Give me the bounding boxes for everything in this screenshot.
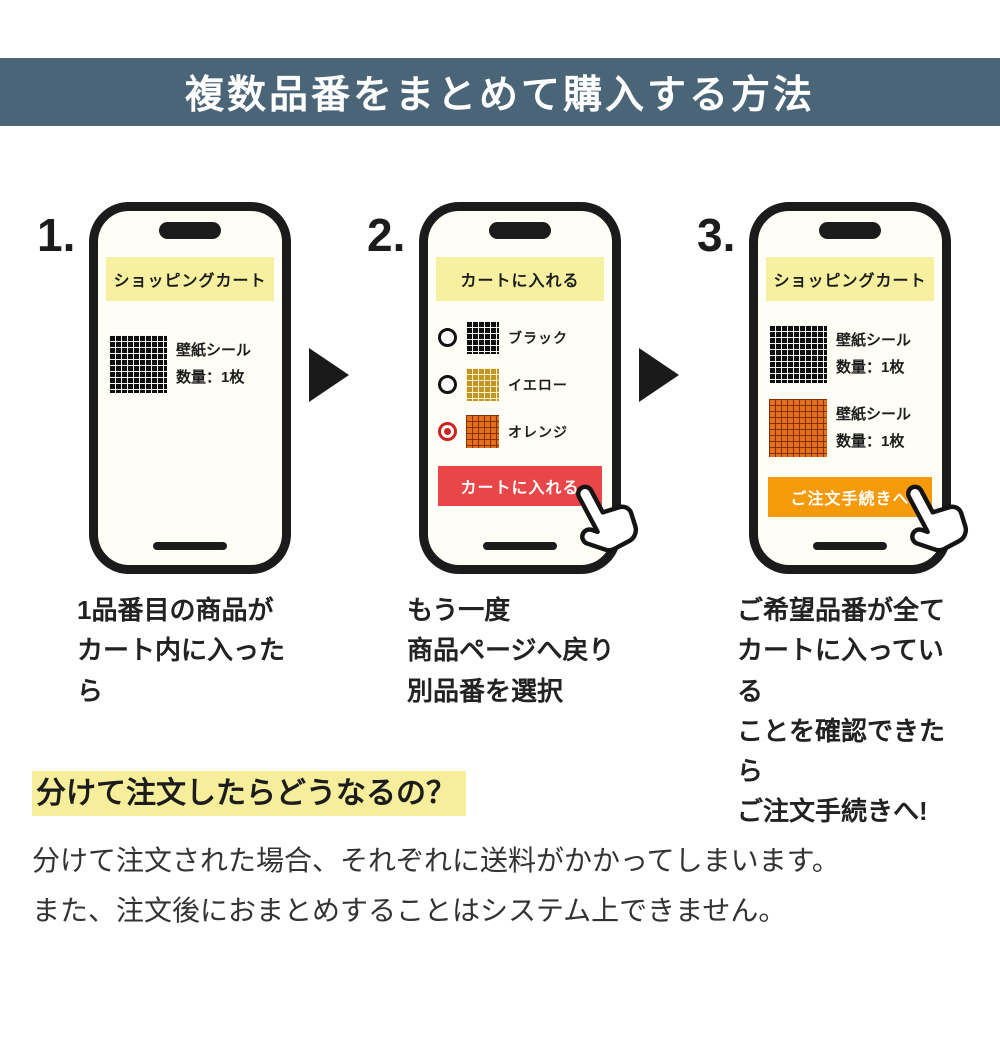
item-quantity: 数量：1枚 [836,433,905,450]
item-name: 壁紙シール [836,406,912,423]
checkout-button: ご注文手続きへ [768,477,932,517]
phone-notch [489,222,551,239]
arrow-right-icon [639,348,679,402]
hand-cursor-icon [560,479,642,561]
phone-home-bar [483,542,557,550]
step-3: 3. ショッピングカート 壁紙シール 数量：1枚 壁紙シール 数量：1枚 [697,202,969,832]
orange-swatch [769,399,827,457]
cart-item: 壁紙シール 数量：1枚 [758,325,942,383]
note-section: 分けて注文したらどうなるの？ 分けて注文された場合、それぞれに送料がかかってしま… [0,768,1000,937]
cart-item: 壁紙シール 数量：1枚 [758,399,942,457]
add-to-cart-title-bar: カートに入れる [436,257,604,301]
step-1: 1. ショッピングカート 壁紙シール 数量：1枚 1品番目の商品が カート内に入… [37,202,303,711]
yellow-swatch [466,368,499,401]
option-orange: オレンジ [438,415,602,448]
step-1-caption: 1品番目の商品が カート内に入ったら [77,595,286,706]
black-swatch [466,321,499,354]
step-1-number: 1. [37,209,76,261]
radio-unselected-icon [438,328,457,347]
cart-title-bar: ショッピングカート [766,257,934,301]
step-2-caption: もう一度 商品ページへ戻り 別品番を選択 [407,595,615,706]
phone-step-3: ショッピングカート 壁紙シール 数量：1枚 壁紙シール 数量：1枚 ご注文手続き… [749,202,969,574]
cart-item: 壁紙シール 数量：1枚 [98,335,282,393]
phone-step-1: ショッピングカート 壁紙シール 数量：1枚 [89,202,291,574]
phone-notch [819,222,881,239]
highlighted-heading: 分けて注文したらどうなるの？ [32,771,466,816]
page-title: 複数品番をまとめて購入する方法 [184,74,815,117]
option-black: ブラック [438,321,602,354]
add-to-cart-button: カートに入れる [438,466,602,506]
black-swatch [769,325,827,383]
phone-step-2: カートに入れる ブラック イエロー オレンジ [419,202,639,574]
note-heading: 分けて注文したらどうなるの？ [32,768,466,816]
black-swatch [109,335,167,393]
item-name: 壁紙シール [836,332,912,349]
item-name: 壁紙シール [176,342,252,359]
step-3-number: 3. [697,209,736,261]
item-quantity: 数量：1枚 [836,359,905,376]
option-label: イエロー [508,376,568,393]
color-options: ブラック イエロー オレンジ [428,321,612,448]
step-2-number: 2. [367,209,406,261]
radio-selected-icon [438,422,457,441]
arrow-right-icon [309,348,349,402]
step-2: 2. カートに入れる ブラック イエロー [367,202,639,711]
option-label: オレンジ [508,423,568,440]
option-label: ブラック [508,329,568,346]
cart-title-bar: ショッピングカート [106,257,274,301]
radio-unselected-icon [438,375,457,394]
item-quantity: 数量：1枚 [176,369,245,386]
step-3-caption: ご希望品番が全て カートに入っている ことを確認できたら ご注文手続きへ! [737,595,946,827]
note-body: 分けて注文された場合、それぞれに送料がかかってしまいます。 また、注文後におまと… [32,845,840,927]
phone-home-bar [813,542,887,550]
phone-home-bar [153,542,227,550]
steps-row: 1. ショッピングカート 壁紙シール 数量：1枚 1品番目の商品が カート内に入… [0,202,1000,826]
orange-swatch [466,415,499,448]
hand-cursor-icon [890,479,972,561]
option-yellow: イエロー [438,368,602,401]
phone-notch [159,222,221,239]
page-title-banner: 複数品番をまとめて購入する方法 [0,58,1000,126]
